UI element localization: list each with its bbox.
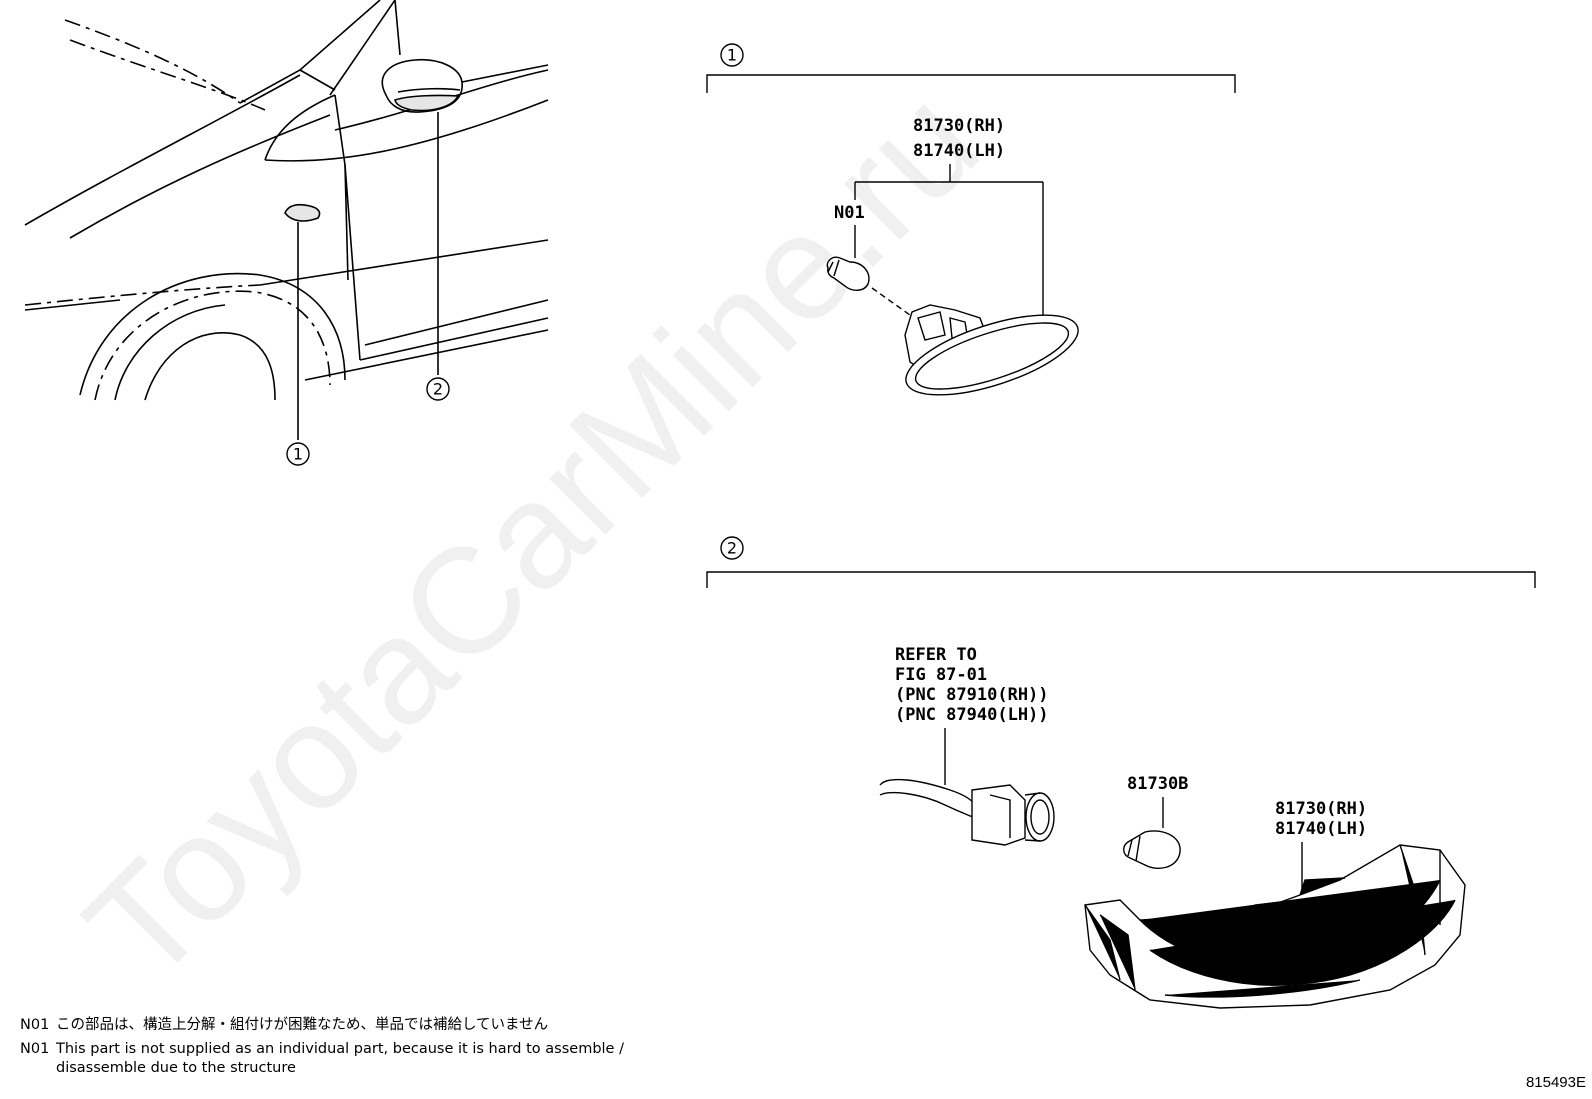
note-text: この部品は、構造上分解・組付けが困難なため、単品では補給していません	[56, 1017, 549, 1033]
vehicle-overview-illustration	[24, 0, 549, 440]
callout-2-overview: 2	[426, 377, 450, 401]
note-code: N01	[20, 1041, 50, 1057]
note-text: This part is not supplied as an individu…	[56, 1041, 624, 1057]
note-code: N01	[20, 1017, 50, 1033]
group1-bulb	[826, 256, 870, 291]
group2-mirror-turn-signal-lamp	[1084, 844, 1466, 1009]
group1-bulb-label: N01	[834, 203, 865, 223]
svg-text:2: 2	[727, 539, 737, 558]
group-1-bracket	[706, 74, 1236, 93]
refer-line-3: (PNC 87910(RH))	[895, 685, 1049, 705]
group1-assembly-line	[871, 287, 911, 316]
group2-part-rh-label: 81730(RH)	[1275, 799, 1367, 819]
callout-2-group: 2	[720, 536, 744, 560]
watermark: ToyotaCarMine.ru	[54, 57, 1010, 1013]
refer-line-1: REFER TO	[895, 645, 977, 665]
refer-line-2: FIG 87-01	[895, 665, 987, 685]
group1-part-rh-label: 81730(RH)	[913, 116, 1005, 136]
group2-part-lh-label: 81740(LH)	[1275, 819, 1367, 839]
refer-line-4: (PNC 87940(LH))	[895, 705, 1049, 725]
group2-bulb	[1123, 830, 1181, 869]
svg-text:2: 2	[433, 380, 443, 399]
group2-bulb-label: 81730B	[1127, 774, 1188, 794]
group-2-bracket	[706, 571, 1536, 588]
callout-1-group: 1	[720, 43, 744, 67]
group1-leaders	[854, 164, 1044, 325]
note-english-continuation: disassemble due to the structure	[56, 1060, 296, 1076]
svg-text:1: 1	[293, 445, 303, 464]
svg-text:1: 1	[727, 46, 737, 65]
callout-1-overview: 1	[286, 442, 310, 466]
group2-socket-harness	[879, 778, 1055, 846]
refer-to-label: REFER TO FIG 87-01 (PNC 87910(RH)) (PNC …	[895, 645, 1049, 725]
group1-part-lh-label: 81740(LH)	[913, 141, 1005, 161]
drawing-number: 815493E	[1525, 1074, 1586, 1091]
note-japanese: N01 この部品は、構造上分解・組付けが困難なため、単品では補給していません	[20, 1016, 548, 1035]
note-english: N01 This part is not supplied as an indiv…	[20, 1040, 624, 1059]
group1-side-marker-lamp	[904, 304, 1079, 396]
